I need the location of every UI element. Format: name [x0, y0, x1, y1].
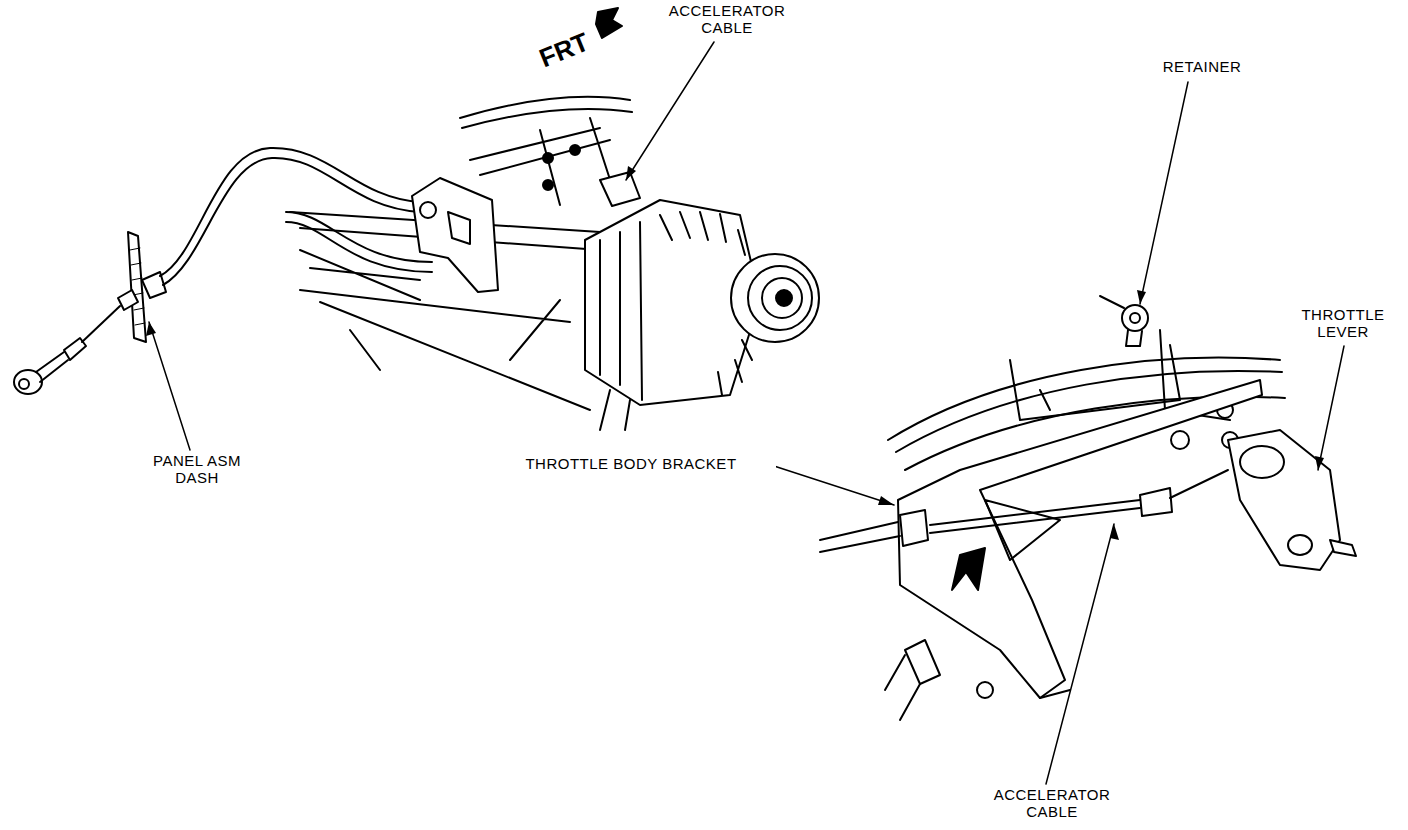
throttle-body-bracket — [412, 178, 498, 292]
bolt — [543, 153, 553, 163]
cable-core — [930, 500, 1140, 533]
arrowhead — [878, 496, 894, 505]
cable-core — [82, 306, 120, 342]
leader-line — [1140, 82, 1188, 304]
leader-arrows — [146, 166, 1324, 540]
retainer-tab — [1126, 330, 1142, 346]
accelerator-cable — [820, 522, 900, 552]
part-label: ACCELERATOR CABLE — [985, 786, 1119, 820]
arrowhead — [1110, 524, 1119, 540]
throttle-lever — [600, 172, 640, 206]
cable-nut — [118, 290, 138, 310]
retainer-pin — [1100, 296, 1124, 308]
bolt — [977, 682, 993, 698]
bracket-edge — [1040, 690, 1070, 698]
intake — [460, 97, 632, 175]
alternator-rib — [600, 222, 642, 400]
alternator-mount — [600, 390, 630, 430]
part-label: PANEL ASM DASH — [140, 452, 254, 486]
front-arrow — [596, 8, 622, 38]
bracket-hole — [448, 212, 470, 244]
cable-end — [14, 370, 42, 394]
throttle-body-bracket — [898, 380, 1262, 698]
leader-line — [774, 466, 894, 505]
throttle-lever — [1228, 430, 1340, 570]
part-label: ACCELERATOR CABLE — [660, 2, 794, 36]
part-label: THROTTLE LEVER — [1283, 306, 1403, 340]
pulley-groove — [762, 278, 802, 318]
throttle-body — [1010, 345, 1180, 420]
lever-stud — [1288, 535, 1312, 555]
cable-fitting — [905, 640, 940, 684]
pulley — [731, 254, 819, 342]
bolt — [543, 180, 553, 190]
panel-hatch — [130, 248, 145, 325]
part-label: RETAINER — [1140, 58, 1264, 75]
pulley-nut — [776, 290, 792, 306]
leader-line — [626, 42, 714, 180]
bracket-mark — [952, 548, 985, 590]
bolt — [1171, 431, 1189, 449]
leader-line — [1318, 346, 1344, 470]
cable-fitting — [420, 202, 436, 218]
cable-end-body — [36, 352, 68, 382]
bracket-window — [985, 500, 1060, 560]
cable-end — [1140, 488, 1172, 516]
arrowhead — [626, 166, 636, 180]
leader-line — [626, 170, 715, 182]
lever-stud — [1330, 540, 1356, 556]
intake — [540, 118, 615, 205]
arrowhead — [146, 322, 156, 336]
direction-label: FRT — [520, 21, 608, 78]
leader-line — [1046, 524, 1114, 784]
cable-link — [1170, 470, 1228, 498]
lever-hub — [1240, 446, 1284, 478]
leader-lines — [149, 42, 1344, 784]
retainer — [1122, 305, 1148, 331]
pulley-groove — [748, 266, 812, 330]
cable-end-hole — [19, 379, 29, 389]
arrowhead — [1315, 456, 1324, 470]
dash-panel — [128, 232, 146, 342]
part-label: THROTTLE BODY BRACKET — [486, 455, 776, 472]
cable — [885, 655, 920, 720]
cable-fitting — [900, 510, 928, 546]
bolt — [570, 145, 580, 155]
retainer-hole — [1130, 313, 1140, 323]
arrowhead — [1137, 290, 1146, 304]
leader-line — [149, 322, 190, 450]
